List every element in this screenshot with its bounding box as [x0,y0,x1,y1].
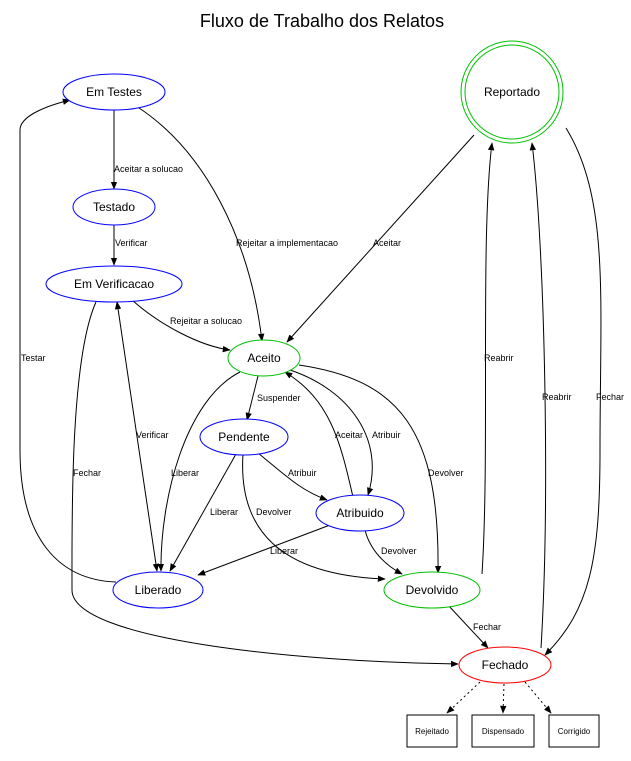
node-em-testes[interactable]: Em Testes [62,73,166,111]
node-label: Pendente [218,430,270,444]
edge-devolvido-fechado [447,604,489,649]
node-atribuido[interactable]: Atribuido [315,494,405,532]
edge-reportado-aceito [286,134,475,343]
edge-labels: Aceitar a solucao Verificar Rejeitar a i… [21,164,624,632]
edge-label-verificar: Verificar [115,238,148,248]
node-label: Rejeitado [415,727,449,736]
edge-atribuido-devolvido [364,529,403,575]
edge-em-verificacao-liberado [114,301,160,572]
nodes: Em Testes Testado Em Verificacao Reporta… [45,40,600,748]
node-label: Atribuido [336,506,384,520]
edge-fechado-rejeitado [446,681,481,714]
edge-label-fechar: Fechar [73,468,101,478]
edge-label-liberar: Liberar [171,468,199,478]
edge-label-testar: Testar [21,353,46,363]
edge-label-devolver: Devolver [428,468,464,478]
edge-label-reabrir: Reabrir [484,353,514,363]
edge-label-rejeitar-implementacao: Rejeitar a implementacao [236,238,338,248]
edge-aceito-devolvido [298,364,442,574]
node-label: Aceito [247,351,281,365]
node-label: Testado [93,200,135,214]
edge-label-fechar: Fechar [596,392,624,402]
node-label: Liberado [135,583,182,597]
edge-pendente-atribuido [257,452,328,501]
edge-label-suspender: Suspender [257,393,301,403]
edge-label-atribuir: Atribuir [288,468,317,478]
node-fechado[interactable]: Fechado [458,646,552,684]
edge-atribuido-liberado [197,524,331,576]
edge-fechado-dispensado [500,683,507,714]
edge-label-atribuir: Atribuir [372,430,401,440]
edges [19,98,602,714]
node-corrigido[interactable]: Corrigido [548,714,600,748]
edge-reportado-fechado [544,127,602,656]
diagram-title: Fluxo de Trabalho dos Relatos [200,11,444,31]
edge-aceito-atribuido [289,369,374,496]
edge-label-liberar: Liberar [270,546,298,556]
node-label: Reportado [484,85,540,99]
node-label: Em Testes [86,85,142,99]
node-aceito[interactable]: Aceito [227,339,301,377]
edge-label-devolver: Devolver [256,507,292,517]
node-reportado[interactable]: Reportado [460,40,564,144]
edge-fechado-reportado [529,142,547,649]
edge-atribuido-aceito [284,371,354,498]
edge-label-fechar: Fechar [473,622,501,632]
node-label: Devolvido [406,583,459,597]
edge-em-testes-aceito [135,105,265,342]
edge-pendente-liberado [169,453,237,572]
edge-em-verificacao-fechado [71,301,459,668]
edge-label-reabrir: Reabrir [542,392,572,402]
edge-label-aceitar-solucao: Aceitar a solucao [114,164,183,174]
node-testado[interactable]: Testado [72,188,156,226]
node-label: Dispensado [482,727,525,736]
node-pendente[interactable]: Pendente [199,418,289,456]
edge-label-rejeitar-solucao: Rejeitar a solucao [170,316,242,326]
node-dispensado[interactable]: Dispensado [471,714,535,748]
node-label: Fechado [482,658,529,672]
edge-aceito-liberado [157,371,241,572]
edge-label-devolver: Devolver [381,546,417,556]
edge-devolvido-reportado [481,142,495,575]
node-label: Em Verificacao [74,277,154,291]
node-liberado[interactable]: Liberado [112,571,204,609]
node-em-verificacao[interactable]: Em Verificacao [45,265,183,303]
edge-label-aceitar: Aceitar [335,430,363,440]
edge-label-liberar: Liberar [210,507,238,517]
edge-aceito-pendente [245,375,259,421]
node-rejeitado[interactable]: Rejeitado [406,714,458,748]
edge-fechado-corrigido [524,681,552,714]
edge-label-verificar: Verificar [136,430,169,440]
edge-pendente-devolvido [242,453,386,582]
node-label: Corrigido [558,727,591,736]
node-devolvido[interactable]: Devolvido [383,571,481,609]
edge-liberado-em-testes [19,98,117,583]
edge-label-aceitar: Aceitar [373,238,401,248]
